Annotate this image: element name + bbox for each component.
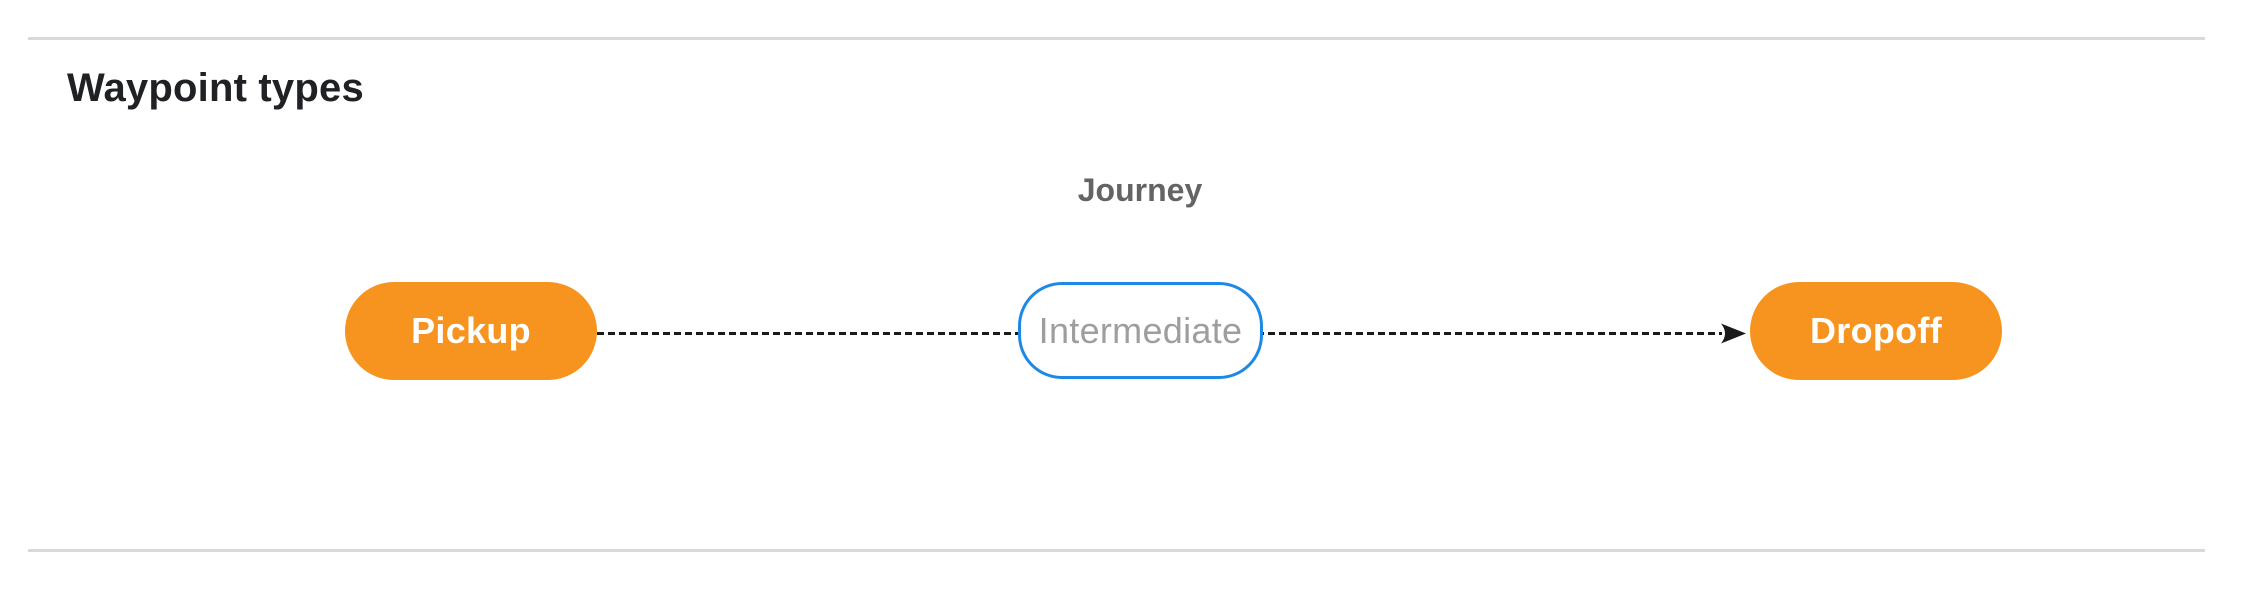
node-pickup-label: Pickup	[411, 310, 531, 351]
node-pickup: Pickup	[345, 282, 597, 380]
bottom-divider	[28, 549, 2205, 552]
node-dropoff-label: Dropoff	[1809, 310, 1943, 351]
arrowhead-icon	[1721, 323, 1746, 344]
node-intermediate-label: Intermediate	[1038, 309, 1243, 351]
top-divider	[28, 37, 2205, 40]
section-title: Waypoint types	[67, 66, 364, 110]
node-intermediate: Intermediate	[1018, 282, 1263, 379]
node-dropoff: Dropoff	[1750, 282, 2002, 380]
journey-group-label: Journey	[1077, 172, 1203, 208]
